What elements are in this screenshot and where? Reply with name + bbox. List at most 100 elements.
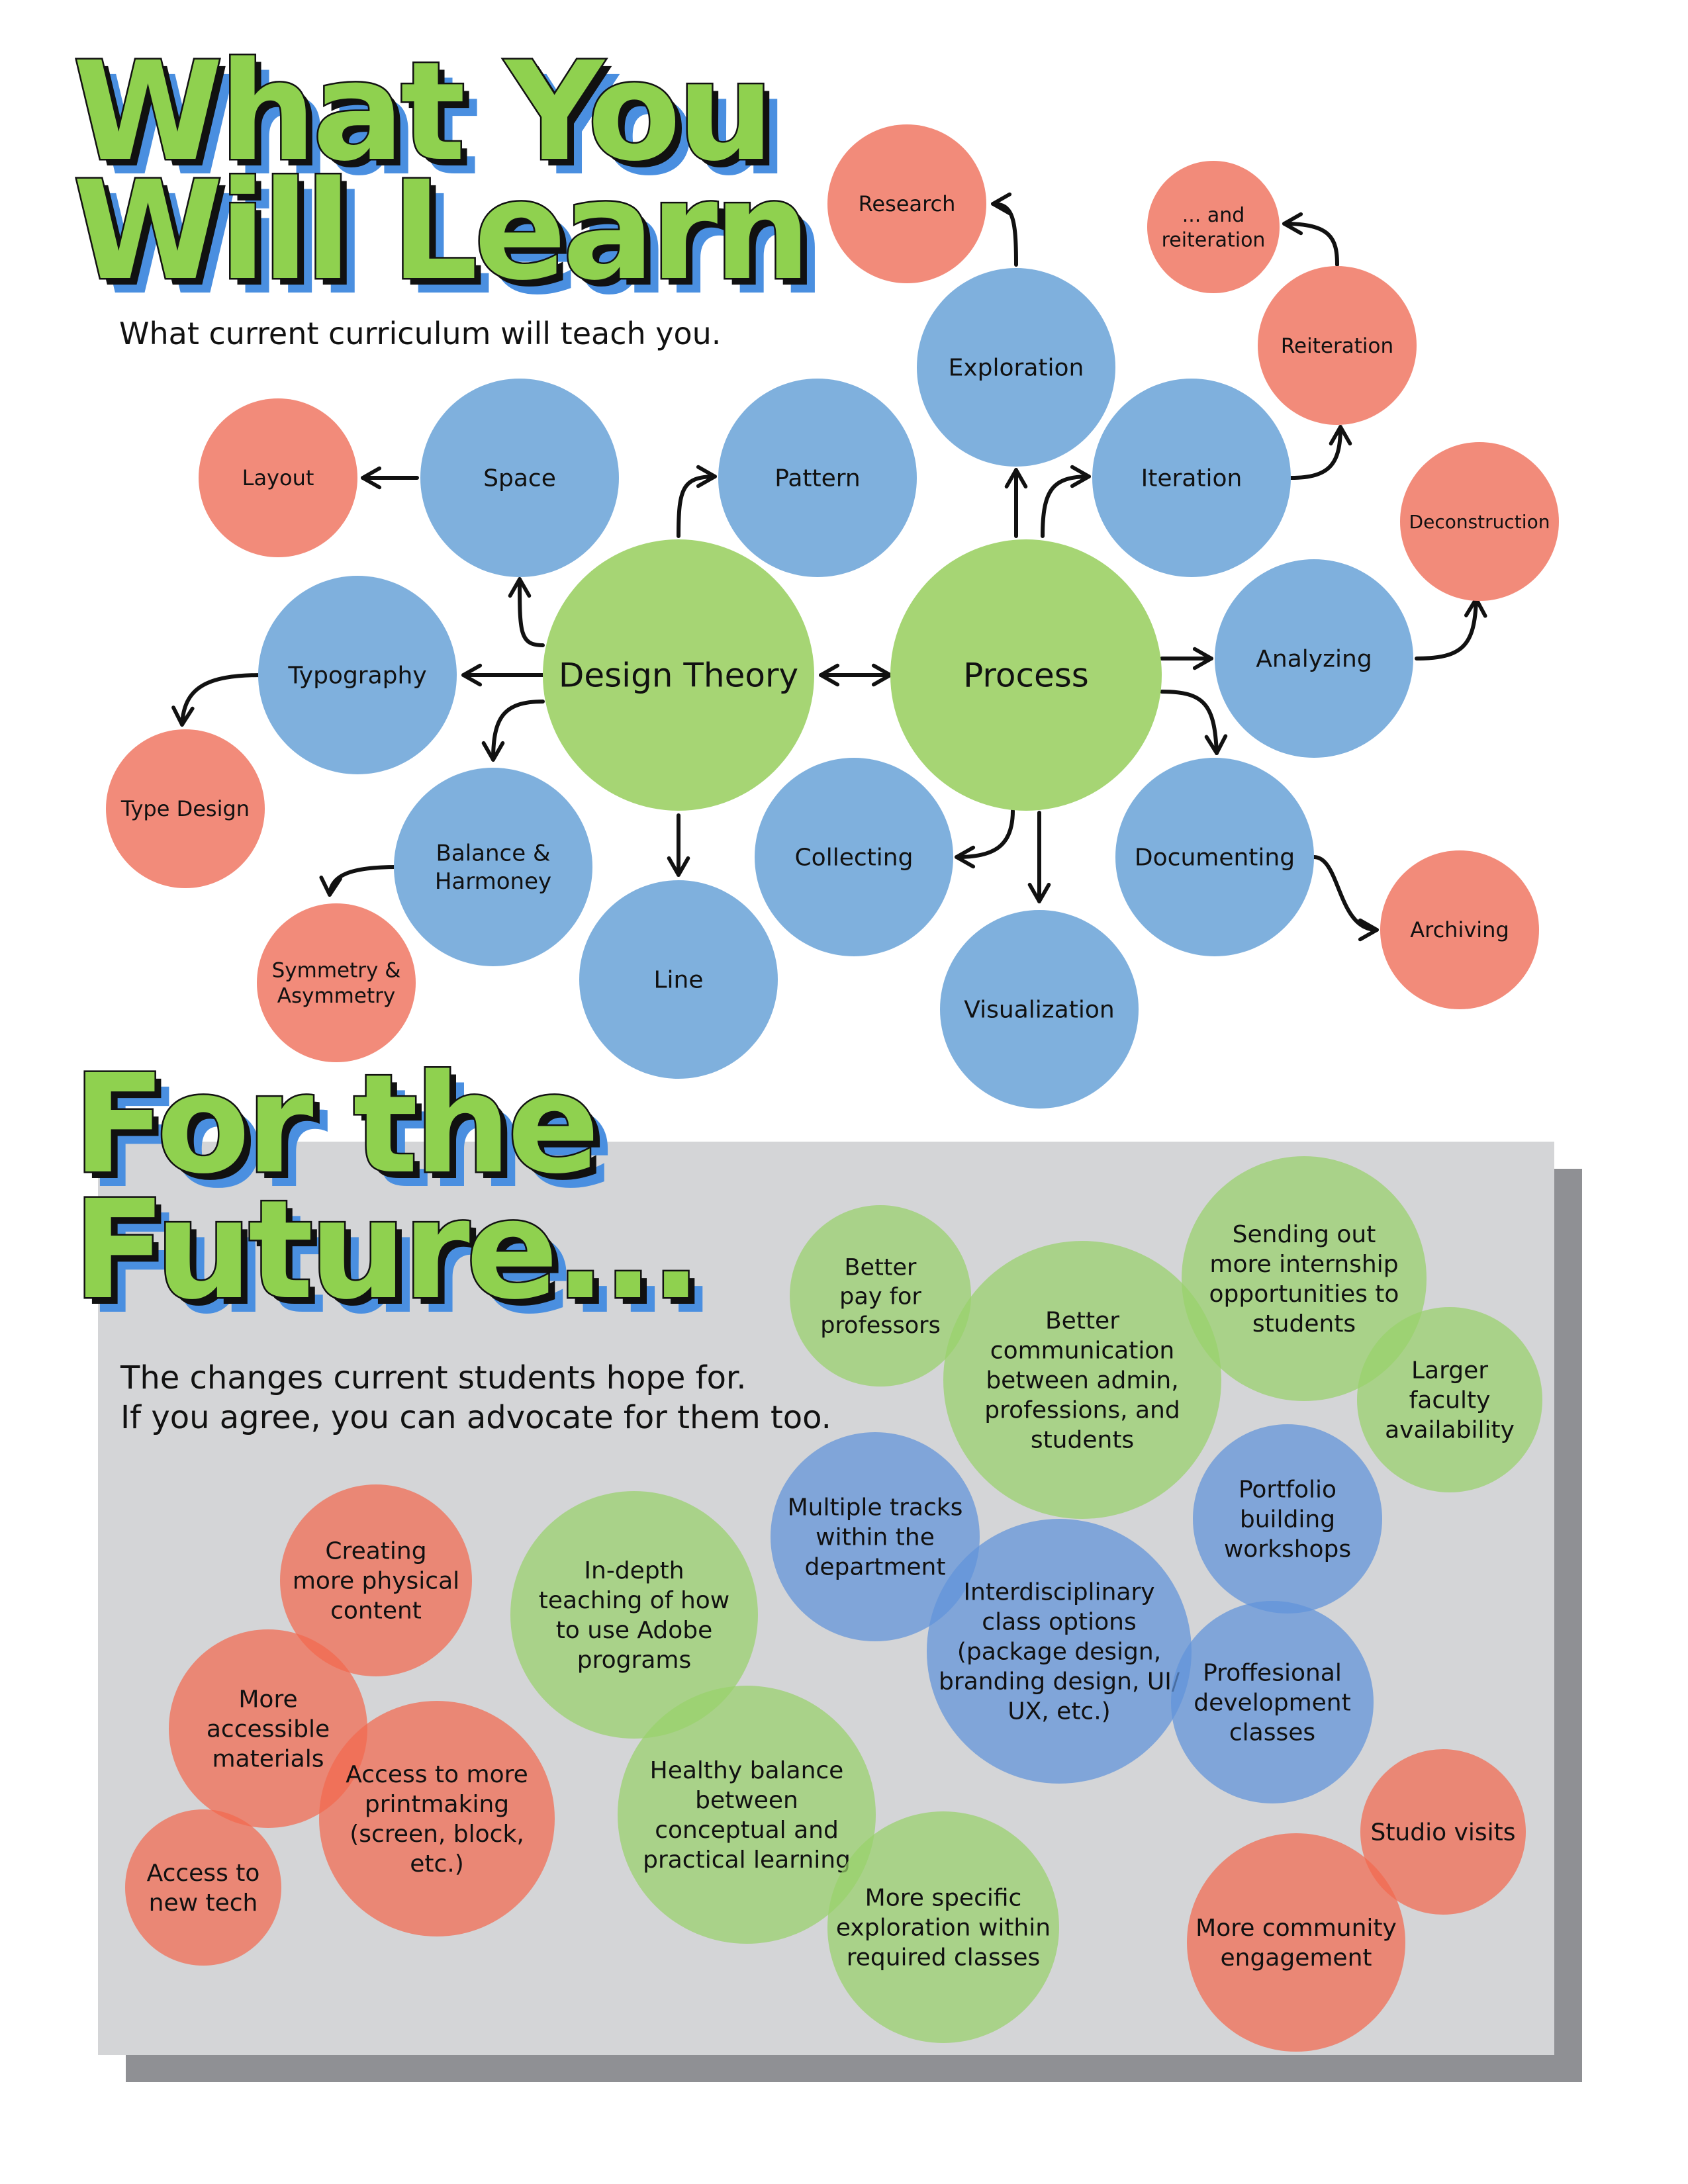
future-bubble-label: availability xyxy=(1385,1417,1515,1444)
learn-node-label: Line xyxy=(653,967,703,994)
future-bubble-label: class options xyxy=(982,1609,1136,1636)
future-bubble-circle xyxy=(510,1491,758,1739)
learn-node-label: Type Design xyxy=(120,796,250,821)
future-subtitle-line-1: The changes current students hope for. xyxy=(120,1359,747,1396)
future-bubble-label: etc.) xyxy=(410,1850,464,1878)
arrow-process-iteration xyxy=(1041,465,1091,538)
learn-node-label: Balance & xyxy=(436,841,551,867)
future-bubble-circle xyxy=(771,1432,980,1641)
future-bubble-circle xyxy=(790,1205,971,1387)
future-bubble-label: professions, and xyxy=(984,1397,1180,1424)
learn-node-circle xyxy=(1380,850,1539,1009)
learn-node-label: Iteration xyxy=(1141,465,1243,492)
future-bubble-label: Healthy balance xyxy=(650,1757,844,1784)
arrow-process-documenting xyxy=(1160,690,1228,755)
future-bubble-circle xyxy=(1187,1833,1405,2052)
future-bubble-label: department xyxy=(805,1554,946,1581)
future-bubble-label: programs xyxy=(577,1647,691,1674)
top-subtitle: What current curriculum will teach you. xyxy=(119,316,721,351)
future-bubble-label: Creating xyxy=(325,1538,426,1565)
future-bubble-label: development xyxy=(1194,1690,1350,1717)
future-bubble-circle xyxy=(319,1701,555,1936)
future-bubble-label: printmaking xyxy=(365,1791,509,1818)
svg-text:Future...: Future... xyxy=(73,1171,698,1330)
future-bubble-label: workshops xyxy=(1224,1536,1351,1563)
svg-text:Will Learn: Will Learn xyxy=(87,166,821,325)
learn-node-space: Space xyxy=(420,379,619,577)
future-bubble-circle xyxy=(1357,1307,1542,1492)
learn-node-circle xyxy=(917,268,1115,467)
future-bubble-circle xyxy=(1182,1156,1427,1401)
future-bubble-label: classes xyxy=(1229,1719,1315,1747)
learn-node-balance: Balance &Harmoney xyxy=(394,768,592,966)
future-bubble-internships: Sending out more internship opportunities … xyxy=(1182,1156,1427,1401)
future-bubble-circle xyxy=(125,1809,281,1966)
svg-text:For the: For the xyxy=(87,1060,610,1218)
learn-node-symmetry: Symmetry &Asymmetry xyxy=(257,903,416,1062)
future-bubble-label: more internship xyxy=(1209,1251,1398,1278)
learn-node-visualization: Visualization xyxy=(940,910,1139,1109)
learn-node-collecting: Collecting xyxy=(755,758,953,956)
learn-node-label: Typography xyxy=(287,662,426,690)
future-bubble-circle xyxy=(169,1629,367,1828)
learn-node-circle xyxy=(755,758,953,956)
future-bubble-label: students xyxy=(1252,1310,1356,1338)
learn-node-label: Collecting xyxy=(795,844,914,872)
future-bubble-label: more physical xyxy=(293,1568,459,1595)
future-bubble-label: More community xyxy=(1196,1915,1397,1942)
future-bubble-label: branding design, UI/ xyxy=(939,1668,1180,1696)
learn-node-circle xyxy=(940,910,1139,1109)
learn-node-archiving: Archiving xyxy=(1380,850,1539,1009)
future-bubble-label: Multiple tracks xyxy=(788,1494,963,1522)
learn-node-label: Harmoney xyxy=(435,868,551,895)
future-bubble-label: Better xyxy=(845,1255,917,1281)
future-bubble-label: building xyxy=(1240,1506,1335,1533)
learn-node-label: Visualization xyxy=(964,997,1114,1024)
future-bubble-label: materials xyxy=(212,1746,324,1773)
future-bubble-label: Proffesional xyxy=(1203,1660,1342,1687)
svg-text:What You: What You xyxy=(79,39,777,198)
arrow-theory-pattern xyxy=(677,465,717,538)
learn-node-documenting: Documenting xyxy=(1115,758,1314,956)
learn-node-label: Asymmetry xyxy=(277,984,395,1008)
learn-node-circle xyxy=(1115,758,1314,956)
learn-node-circle xyxy=(258,576,457,774)
future-bubble-label: Sending out xyxy=(1233,1221,1376,1248)
future-bubble-studio-visits: Studio visits xyxy=(1360,1749,1526,1915)
arrow-theory-space xyxy=(508,577,545,647)
learn-node-label: Archiving xyxy=(1410,917,1509,942)
learn-node-line: Line xyxy=(579,880,778,1079)
future-bubble-label: teaching of how xyxy=(539,1587,729,1614)
learn-node-label: Symmetry & xyxy=(272,958,401,982)
top-title: What You What You What You Will Learn Wi… xyxy=(71,31,826,326)
arrow-typography-typedesign xyxy=(171,673,263,727)
learn-node-circle xyxy=(394,768,592,966)
learn-node-circle xyxy=(1400,442,1559,601)
arrow-process-collecting xyxy=(955,809,1015,869)
learn-node-circle xyxy=(718,379,917,577)
future-bubble-label: to use Adobe xyxy=(556,1617,713,1644)
learn-node-reiteration: Reiteration xyxy=(1258,266,1417,425)
svg-text:Future...: Future... xyxy=(87,1185,712,1344)
future-bubble-circle xyxy=(1193,1424,1382,1614)
future-bubble-circle xyxy=(827,1811,1059,2043)
learn-node-circle xyxy=(890,539,1162,811)
svg-text:For the: For the xyxy=(73,1045,596,1204)
arrow-exploration-research xyxy=(991,192,1018,267)
future-bubble-label: students xyxy=(1031,1427,1134,1454)
future-subtitle-line-2: If you agree, you can advocate for them … xyxy=(120,1399,831,1436)
future-bubble-circle xyxy=(943,1241,1221,1519)
future-bubble-label: opportunities to xyxy=(1209,1281,1399,1308)
learn-node-label: Process xyxy=(963,657,1089,695)
future-bubble-label: (screen, block, xyxy=(350,1821,524,1848)
future-bubble-label: engagement xyxy=(1220,1944,1372,1972)
